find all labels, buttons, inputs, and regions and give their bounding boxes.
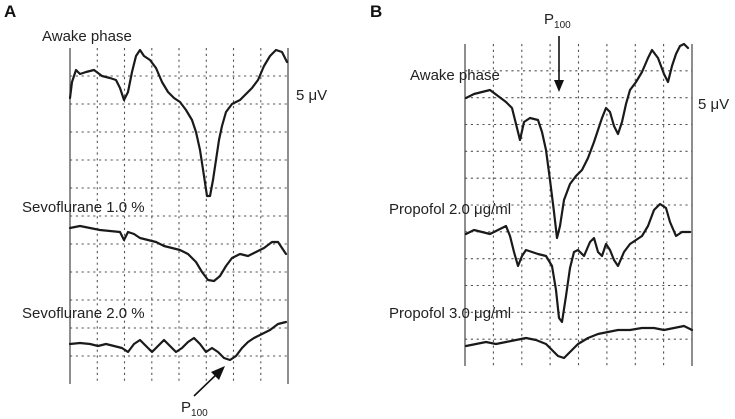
panel-b-peak-label: P100 <box>544 11 571 31</box>
panel-a-scale-label: 5 μV <box>296 87 327 104</box>
panel-a-grid <box>70 48 288 384</box>
panel-a-trace-awake <box>68 48 289 198</box>
panel-a-peak-marker: P100 <box>181 366 225 419</box>
panel-a-peak-arrowhead <box>211 366 225 380</box>
panel-b-trace-1-label: Awake phase <box>410 67 500 84</box>
panel-a-trace-3-label: Sevoflurane 2.0 % <box>22 305 145 322</box>
panel-b-trace-propofol-2 <box>464 202 692 324</box>
panel-b-scale-label: 5 μV <box>698 96 729 113</box>
panel-a-trace-sevo-1 <box>68 224 288 283</box>
panel-a-peak-arrow <box>193 371 220 397</box>
panel-b: B Awake phase Propofol 2.0 μg/ml Propofo… <box>370 2 729 366</box>
panel-a-trace-1-label: Awake phase <box>42 28 132 45</box>
panel-a-letter: A <box>4 2 16 21</box>
panel-b-peak-arrowhead <box>554 80 564 92</box>
panel-a-trace-2-label: Sevoflurane 1.0 % <box>22 199 145 216</box>
panel-a-trace-sevo-2 <box>68 320 288 362</box>
panel-b-peak-marker: P100 <box>544 11 571 92</box>
panel-b-trace-3-label: Propofol 3.0 μg/ml <box>389 305 511 322</box>
panel-b-trace-2-label: Propofol 2.0 μg/ml <box>389 201 511 218</box>
panel-a-peak-label: P100 <box>181 399 208 419</box>
panel-b-grid <box>465 44 692 366</box>
panel-a: A Awake phase Sevoflurane 1.0 % Sevoflur… <box>4 2 327 419</box>
panel-b-letter: B <box>370 2 382 21</box>
panel-b-trace-propofol-3 <box>464 324 694 360</box>
panel-b-trace-awake <box>464 42 690 240</box>
